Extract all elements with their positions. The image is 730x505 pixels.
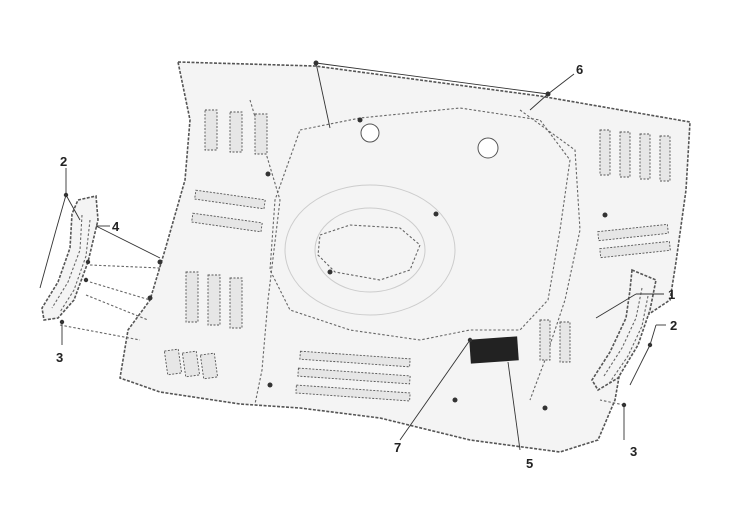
callout-3-left: 3 — [56, 350, 63, 365]
drain-hole — [360, 123, 380, 143]
mounting-points — [147, 117, 608, 411]
drain-hole — [477, 137, 499, 159]
spare-wheel-well — [284, 184, 456, 316]
callout-3-right: 3 — [630, 444, 637, 459]
callout-2-right: 2 — [670, 318, 677, 333]
callout-5: 5 — [526, 456, 533, 471]
leader-lines — [39, 60, 666, 451]
left-floor-ribs — [185, 109, 268, 329]
rear-floor-ribs — [163, 348, 411, 402]
right-floor-ribs — [539, 129, 671, 363]
callout-7: 7 — [394, 440, 401, 455]
rear-floor-panel — [119, 61, 691, 453]
left-reinforcement-bracket — [41, 195, 99, 321]
callout-1: 1 — [668, 287, 675, 302]
sound-deadening-pad — [469, 336, 519, 364]
callout-labels: 6 2 4 3 1 2 3 5 7 — [56, 62, 677, 471]
right-reinforcement-bracket — [591, 268, 657, 392]
callout-4: 4 — [112, 219, 120, 234]
callout-2-left: 2 — [60, 154, 67, 169]
callout-6: 6 — [576, 62, 583, 77]
